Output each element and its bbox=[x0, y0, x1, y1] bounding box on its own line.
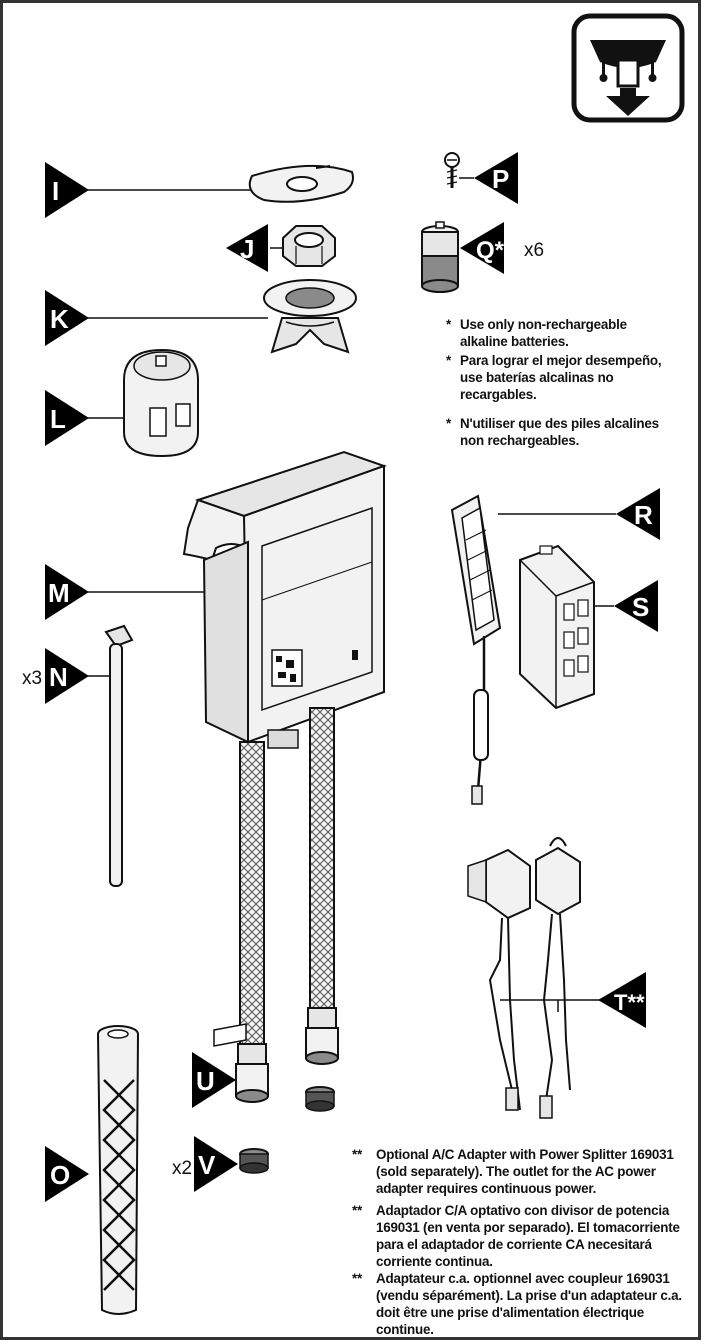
note-text: Optional A/C Adapter with Power Splitter… bbox=[376, 1147, 674, 1196]
callout-P: P bbox=[474, 152, 518, 204]
note-mark: ** bbox=[352, 1203, 363, 1218]
callout-L-label: L bbox=[50, 404, 66, 434]
callout-S: S bbox=[614, 580, 658, 632]
part-J-hex-nut bbox=[270, 225, 336, 267]
under-sink-mount-icon bbox=[571, 13, 685, 123]
battery-note-es: * Para lograr el mejor desempeño, use ba… bbox=[446, 352, 668, 403]
part-K-flange-adapter bbox=[88, 279, 357, 354]
callout-N-label: N bbox=[49, 662, 68, 692]
part-S-power-splitter bbox=[519, 544, 614, 710]
part-T-ac-adapters bbox=[467, 837, 610, 1119]
note-mark: ** bbox=[352, 1271, 363, 1286]
battery-note-en: * Use only non-rechargeable alkaline bat… bbox=[446, 316, 668, 350]
callout-U: U bbox=[192, 1052, 236, 1108]
note-text: Use only non-rechargeable alkaline batte… bbox=[460, 317, 627, 349]
quantity-Q: x6 bbox=[524, 240, 544, 261]
callout-Q: Q* x6 bbox=[460, 222, 544, 274]
adapter-note-fr: ** Adaptateur c.a. optionnel avec couple… bbox=[352, 1270, 688, 1338]
callout-I-label: I bbox=[52, 176, 59, 206]
part-Q-battery bbox=[421, 221, 459, 293]
callout-J: J bbox=[226, 224, 268, 272]
quantity-V: x2 bbox=[172, 1158, 192, 1179]
adapter-note-es: ** Adaptador C/A optativo con divisor de… bbox=[352, 1202, 688, 1270]
callout-R: R bbox=[616, 488, 660, 540]
callout-M-label: M bbox=[48, 578, 70, 608]
part-P-screw bbox=[444, 152, 474, 188]
callout-S-label: S bbox=[632, 592, 649, 622]
quantity-N: x3 bbox=[22, 668, 42, 689]
part-O-wrench-tool bbox=[97, 1025, 139, 1315]
note-mark: * bbox=[446, 317, 452, 332]
callout-M: M bbox=[45, 564, 89, 620]
callout-U-label: U bbox=[196, 1066, 215, 1096]
part-R-battery-box bbox=[450, 494, 616, 805]
callout-T-label: T** bbox=[614, 990, 645, 1015]
note-mark: * bbox=[446, 353, 452, 368]
part-M-control-box bbox=[88, 450, 387, 749]
callout-K: K bbox=[45, 290, 89, 346]
callout-V-label: V bbox=[198, 1150, 216, 1180]
callout-N: N x3 bbox=[22, 648, 89, 704]
callout-L: L bbox=[45, 390, 89, 446]
callout-I: I bbox=[45, 162, 89, 218]
callout-K-label: K bbox=[50, 304, 69, 334]
callout-O-label: O bbox=[50, 1160, 70, 1190]
part-N-cable-tie bbox=[88, 624, 134, 887]
supply-hoses bbox=[213, 707, 339, 1103]
note-text: Adaptador C/A optativo con divisor de po… bbox=[376, 1203, 680, 1269]
adapter-note-en: ** Optional A/C Adapter with Power Split… bbox=[352, 1146, 688, 1197]
battery-note-fr: * N'utiliser que des piles alcalines non… bbox=[446, 415, 668, 449]
note-text: Adaptateur c.a. optionnel avec coupleur … bbox=[376, 1271, 682, 1337]
part-L-sensor-cap bbox=[88, 348, 199, 458]
note-text: Para lograr el mejor desempeño, use bate… bbox=[460, 353, 662, 402]
callout-O: O bbox=[45, 1146, 89, 1202]
callout-J-label: J bbox=[240, 234, 254, 264]
note-mark: * bbox=[446, 416, 452, 431]
part-V-filter-washer bbox=[239, 1086, 335, 1174]
callout-P-label: P bbox=[492, 164, 509, 194]
part-I-mounting-plate bbox=[88, 164, 354, 203]
callout-V: V x2 bbox=[172, 1136, 238, 1192]
note-text: N'utiliser que des piles alcalines non r… bbox=[460, 416, 659, 448]
note-mark: ** bbox=[352, 1147, 363, 1162]
callout-Q-label: Q* bbox=[476, 237, 505, 264]
callout-R-label: R bbox=[634, 500, 653, 530]
callout-T: T** bbox=[598, 972, 646, 1028]
